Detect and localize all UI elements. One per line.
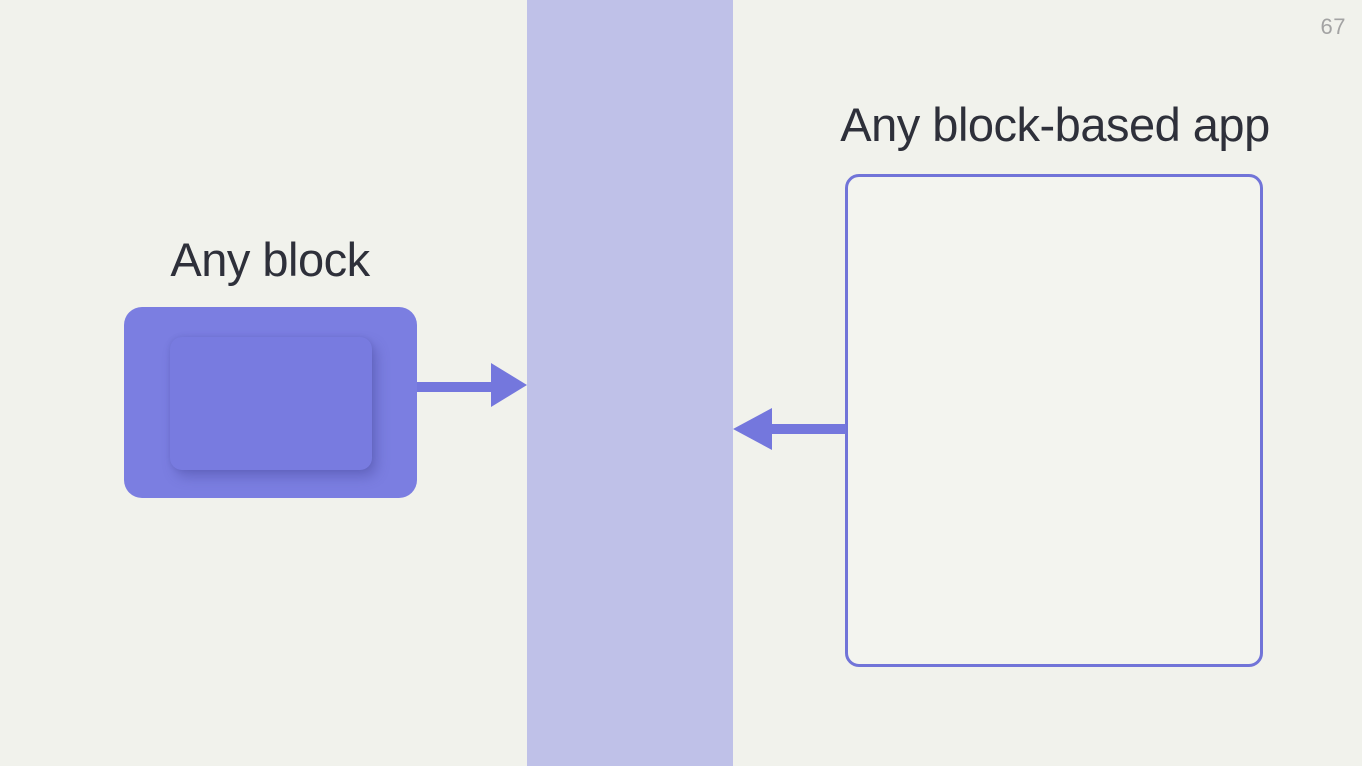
arrow-right-icon xyxy=(417,362,527,408)
arrow-left-icon xyxy=(733,408,846,450)
block-inner-shape xyxy=(170,337,372,470)
block-shape xyxy=(124,307,417,498)
arrow-left-shaft xyxy=(770,424,846,434)
page-number: 67 xyxy=(1320,14,1346,39)
left-block-heading: Any block xyxy=(170,233,370,286)
right-app-heading: Any block-based app xyxy=(840,98,1270,151)
app-frame-shape xyxy=(845,174,1263,667)
protocol-band xyxy=(527,0,733,766)
arrow-right-head xyxy=(491,363,527,407)
arrow-right-shaft xyxy=(417,382,495,392)
arrow-left-head xyxy=(733,408,772,450)
